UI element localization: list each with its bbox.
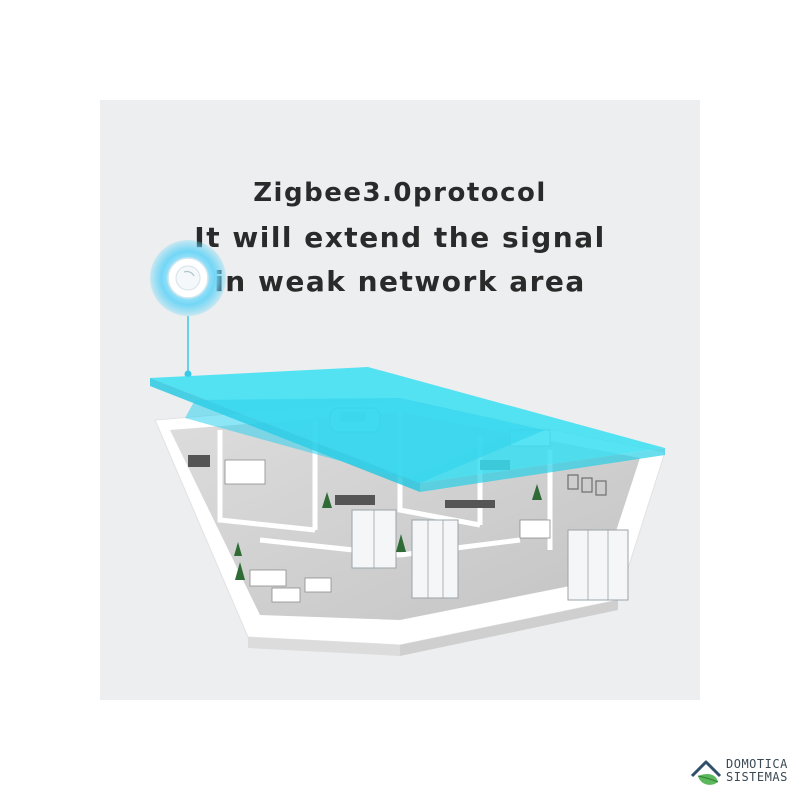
- signal-anchor-dot: [184, 370, 192, 378]
- watermark-line-1: DOMOTICA: [726, 757, 788, 771]
- stove: [188, 455, 210, 467]
- watermark-line-2: SISTEMAS: [726, 770, 788, 784]
- zigbee-repeater-device: [150, 240, 226, 316]
- house-leaf-logo-icon: [690, 760, 722, 785]
- watermark: DOMOTICA SISTEMAS: [688, 748, 800, 798]
- headline-line-2: It will extend the signal: [194, 221, 606, 254]
- headline: Zigbee3.0protocol It will extend the sig…: [100, 170, 700, 304]
- plant-icon: [234, 484, 542, 580]
- headline-line-1: Zigbee3.0protocol: [253, 178, 547, 208]
- signal-coverage-plane: [150, 367, 665, 492]
- headline-line-3: in weak network area: [214, 265, 586, 298]
- floorplan-illustration: [150, 240, 666, 656]
